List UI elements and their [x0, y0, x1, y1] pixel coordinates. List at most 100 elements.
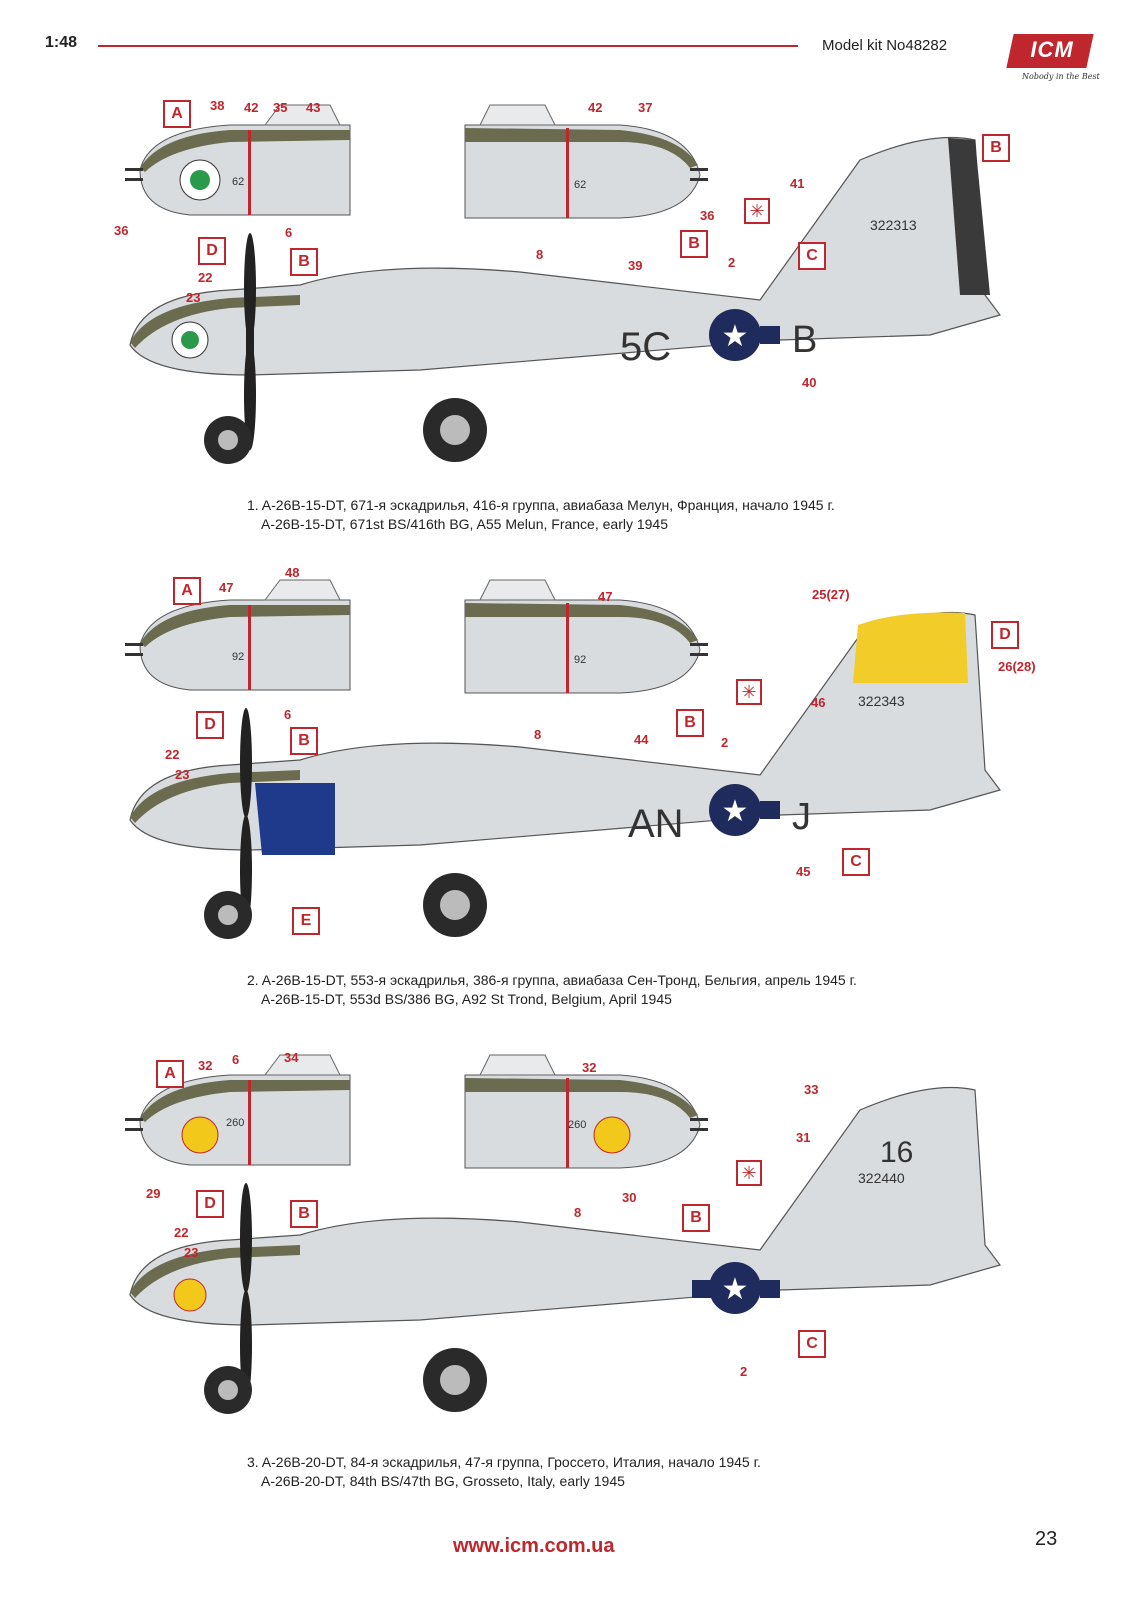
callout: 34: [284, 1050, 299, 1065]
aircraft-3-drawing: ★ 16 322440 260 260: [125, 1054, 1002, 1414]
callout: 8: [574, 1205, 582, 1220]
callout: 40: [802, 375, 817, 390]
marker-d: D: [196, 711, 224, 739]
tail-serial-2: 322343: [858, 693, 905, 709]
callout: 22: [174, 1225, 189, 1240]
callout: 32: [582, 1060, 597, 1075]
marker-b: B: [680, 230, 708, 258]
callout: 22: [198, 270, 213, 285]
marker-a: A: [173, 577, 201, 605]
aircraft-3-side: ★ 16 322440: [129, 1086, 1002, 1414]
caption-en-2: A-26B-15-DT, 553d BS/386 BG, A92 St Tron…: [261, 991, 672, 1007]
aircraft-2-side: ★ AN J 322343: [129, 611, 1002, 939]
callout: 48: [285, 565, 300, 580]
fuselage-letter-2: J: [792, 796, 811, 838]
scale-label: 1:48: [45, 34, 78, 51]
callout: 46: [811, 695, 826, 710]
nose-number-3a: 260: [226, 1117, 244, 1129]
page-number: 23: [1035, 1528, 1058, 1550]
callout: 32: [198, 1058, 213, 1073]
callout: 6: [285, 225, 293, 240]
callout: 2: [728, 255, 736, 270]
callout: 47: [598, 589, 613, 604]
callout: 25(27): [812, 587, 850, 602]
marker-c: C: [798, 1330, 826, 1358]
model-kit-number: Model kit No48282: [822, 37, 948, 54]
callout: 8: [536, 247, 544, 262]
marker-b: B: [290, 1200, 318, 1228]
marker-a: A: [156, 1060, 184, 1088]
marker-b: B: [290, 727, 318, 755]
callout: 37: [638, 100, 653, 115]
profile-1: ★ 5C B 322313 62 62 A B B C D B ✳ 38 42 …: [0, 90, 1127, 550]
callout: 36: [700, 208, 715, 223]
callout: 31: [796, 1130, 811, 1145]
nose-right-view: [464, 579, 708, 694]
marker-e: E: [292, 907, 320, 935]
nose-left-view: [125, 579, 351, 691]
callout: 45: [796, 864, 811, 879]
aircraft-1-drawing: ★ 5C B 322313 62 62: [125, 104, 1002, 464]
marker-b: B: [982, 134, 1010, 162]
callout: 47: [219, 580, 234, 595]
tail-code-3: 16: [880, 1136, 913, 1169]
callout: 23: [175, 767, 190, 782]
callout: 38: [210, 98, 225, 113]
caption-en-1: A-26B-15-DT, 671st BS/416th BG, A55 Melu…: [261, 516, 668, 532]
svg-text:★: ★: [722, 795, 749, 828]
callout: 35: [273, 100, 288, 115]
marker-b: B: [290, 248, 318, 276]
footer-url[interactable]: www.icm.com.ua: [453, 1535, 615, 1557]
callout: 6: [232, 1052, 240, 1067]
logo-tagline: Nobody in the Best: [1022, 72, 1100, 81]
marker-d: D: [196, 1190, 224, 1218]
national-insignia-marker: ✳: [744, 198, 770, 224]
callout: 23: [186, 290, 201, 305]
fuselage-code-2: AN: [628, 802, 684, 846]
callout: 44: [634, 732, 649, 747]
callout: 23: [184, 1245, 199, 1260]
nose-left-view: [125, 104, 351, 216]
tail-serial-1: 322313: [870, 217, 917, 233]
nose-number-1b: 62: [574, 179, 586, 191]
callout: 30: [622, 1190, 637, 1205]
nose-right-view: [464, 104, 708, 219]
nose-number-2a: 92: [232, 651, 244, 663]
fuselage-code-1: 5C: [620, 325, 671, 369]
nose-right-view: [464, 1054, 708, 1169]
aircraft-1-side: ★ 5C B 322313: [129, 136, 1002, 464]
callout: 29: [146, 1186, 161, 1201]
svg-text:★: ★: [722, 1273, 749, 1306]
callout: 43: [306, 100, 321, 115]
svg-text:★: ★: [722, 320, 749, 353]
callout: 2: [740, 1364, 748, 1379]
marker-b: B: [676, 709, 704, 737]
profile-3: ★ 16 322440 260 260 A D B B C ✳ 32 6 34 …: [0, 1040, 1127, 1500]
tail-serial-3: 322440: [858, 1170, 905, 1186]
national-insignia-marker: ✳: [736, 679, 762, 705]
caption-ru-1: 1. A-26B-15-DT, 671-я эскадрилья, 416-я …: [247, 497, 835, 513]
caption-ru-2: 2. A-26B-15-DT, 553-я эскадрилья, 386-я …: [247, 972, 857, 988]
callout: 39: [628, 258, 643, 273]
callout: 42: [244, 100, 259, 115]
national-insignia-marker: ✳: [736, 1160, 762, 1186]
icm-logo: ICM Nobody in the Best: [1000, 24, 1100, 84]
callout: 36: [114, 223, 129, 238]
marker-d: D: [198, 237, 226, 265]
nose-number-1a: 62: [232, 176, 244, 188]
callout: 41: [790, 176, 805, 191]
caption-ru-3: 3. A-26B-20-DT, 84-я эскадрилья, 47-я гр…: [247, 1454, 761, 1470]
callout: 33: [804, 1082, 819, 1097]
callout: 42: [588, 100, 603, 115]
nose-number-3b: 260: [568, 1119, 586, 1131]
marker-b: B: [682, 1204, 710, 1232]
logo-text: ICM: [1030, 37, 1074, 62]
profile-2: ★ AN J 322343 92 92 A D B B D C E ✳ 47 4…: [0, 565, 1127, 1025]
callout: 22: [165, 747, 180, 762]
marker-d: D: [991, 621, 1019, 649]
nose-number-2b: 92: [574, 654, 586, 666]
header-rule: [98, 45, 798, 47]
callout: 8: [534, 727, 542, 742]
fuselage-letter-1: B: [792, 319, 817, 361]
marker-c: C: [798, 242, 826, 270]
